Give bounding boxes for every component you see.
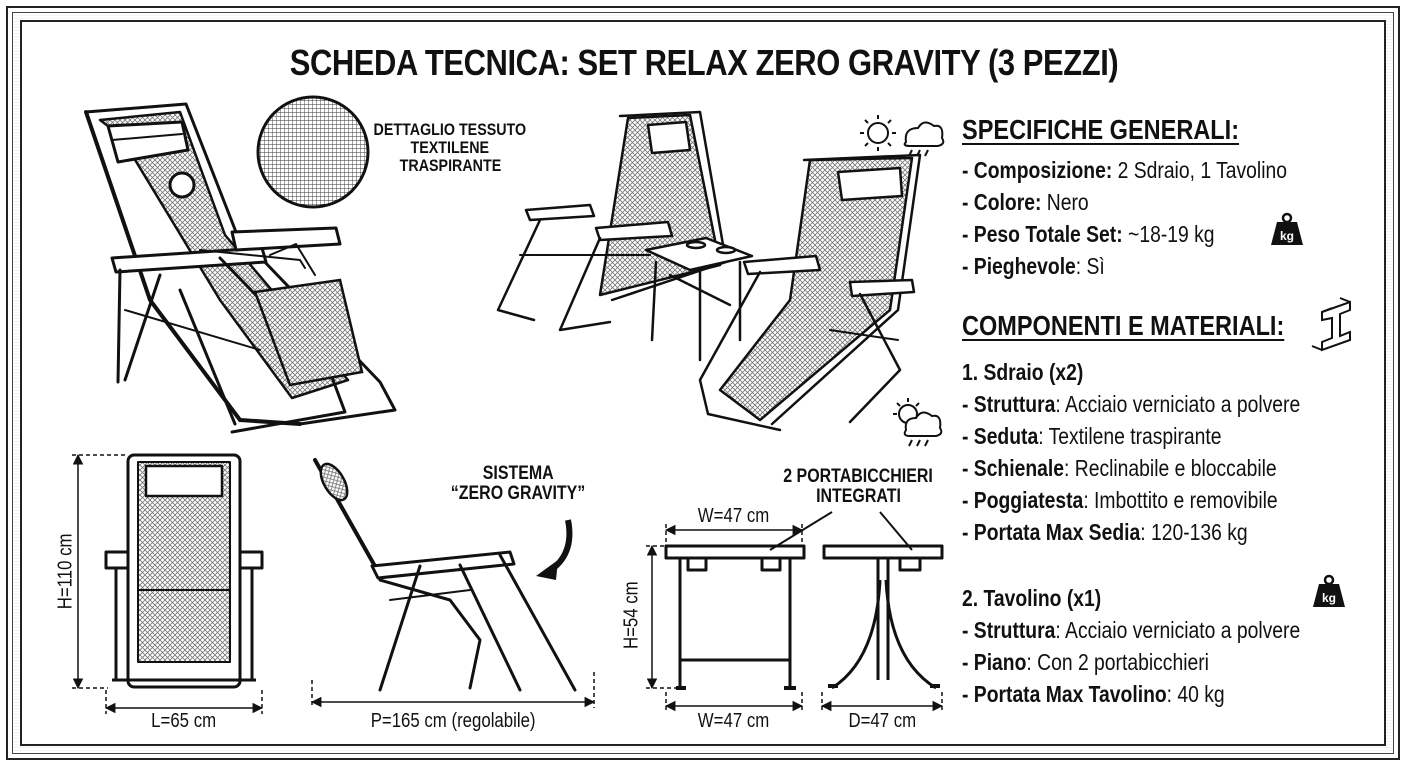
table-specs-heading: 2. Tavolino (x1)	[962, 585, 1102, 611]
chair-depth-dimension: P=165 cm (regolabile)	[370, 710, 536, 732]
spec-composition: - Composizione: 2 Sdraio, 1 Tavolino	[962, 157, 1287, 183]
outer-border	[6, 6, 1400, 760]
components-heading: COMPONENTI E MATERIALI:	[962, 310, 1285, 341]
table-spec-top: - Piano: Con 2 portabicchieri	[962, 649, 1209, 675]
fabric-detail-label: DETTAGLIO TESSUTO TEXTILENE TRASPIRANTE	[373, 120, 527, 175]
weight-icon-label: kg	[1322, 591, 1336, 605]
main-chair-illustration	[84, 95, 397, 434]
table-front-view	[664, 544, 806, 690]
table-top-width-dimension: W=47 cm	[698, 505, 770, 527]
page-title: SCHEDA TECNICA: SET RELAX ZERO GRAVITY (…	[289, 42, 1119, 83]
weight-icon: kg	[1270, 212, 1304, 245]
chair-height-dimension: H=110 cm	[54, 533, 77, 610]
chair-spec-structure: - Struttura: Acciaio verniciato a polver…	[962, 391, 1301, 417]
cupholder-label: 2 PORTABICCHIERI INTEGRATI	[783, 466, 933, 507]
table-specs-list: 2. Tavolino (x1) - Struttura: Acciaio ve…	[962, 582, 1365, 710]
spec-foldable: - Pieghevole: Sì	[962, 253, 1105, 279]
spec-total-weight: - Peso Totale Set: ~18-19 kg	[962, 221, 1215, 247]
chair-specs-list: 1. Sdraio (x2) - Struttura: Acciaio vern…	[962, 356, 1365, 548]
set-illustration	[496, 110, 922, 432]
chair-spec-backrest: - Schienale: Reclinabile e bloccabile	[962, 455, 1277, 481]
table-depth-dimension: D=47 cm	[848, 710, 916, 732]
general-specs: SPECIFICHE GENERALI:	[962, 114, 1292, 146]
weight-icon-label: kg	[1280, 229, 1294, 243]
zero-gravity-label: SISTEMA “ZERO GRAVITY”	[450, 463, 586, 504]
general-specs-heading: SPECIFICHE GENERALI:	[962, 114, 1240, 145]
weight-icon: kg	[1312, 574, 1346, 607]
content-panel	[20, 20, 1386, 746]
side-view-chair	[313, 458, 577, 692]
chair-specs-heading: 1. Sdraio (x2)	[962, 359, 1084, 385]
chair-spec-seat: - Seduta: Textilene traspirante	[962, 423, 1222, 449]
chair-spec-headrest: - Poggiatesta: Imbottito e removibile	[962, 487, 1278, 513]
table-spec-structure: - Struttura: Acciaio verniciato a polver…	[962, 617, 1301, 643]
chair-width-dimension: L=65 cm	[151, 710, 217, 732]
sun-cloud-rain-icon	[893, 398, 943, 447]
rain-cloud-icon	[903, 121, 945, 157]
table-spec-max-load: - Portata Max Tavolino: 40 kg	[962, 681, 1225, 707]
chair-spec-max-load: - Portata Max Sedia: 120-136 kg	[962, 519, 1248, 545]
table-side-view	[822, 544, 944, 690]
steel-beam-icon	[1311, 297, 1351, 352]
spec-color: - Colore: Nero	[962, 189, 1089, 215]
front-view-chair	[104, 453, 264, 689]
table-width-dimension: W=47 cm	[698, 710, 770, 732]
general-specs-list: - Composizione: 2 Sdraio, 1 Tavolino - C…	[962, 154, 1349, 282]
components-specs: COMPONENTI E MATERIALI:	[962, 310, 1346, 342]
table-height-dimension: H=54 cm	[620, 581, 643, 650]
sun-icon	[860, 115, 896, 151]
